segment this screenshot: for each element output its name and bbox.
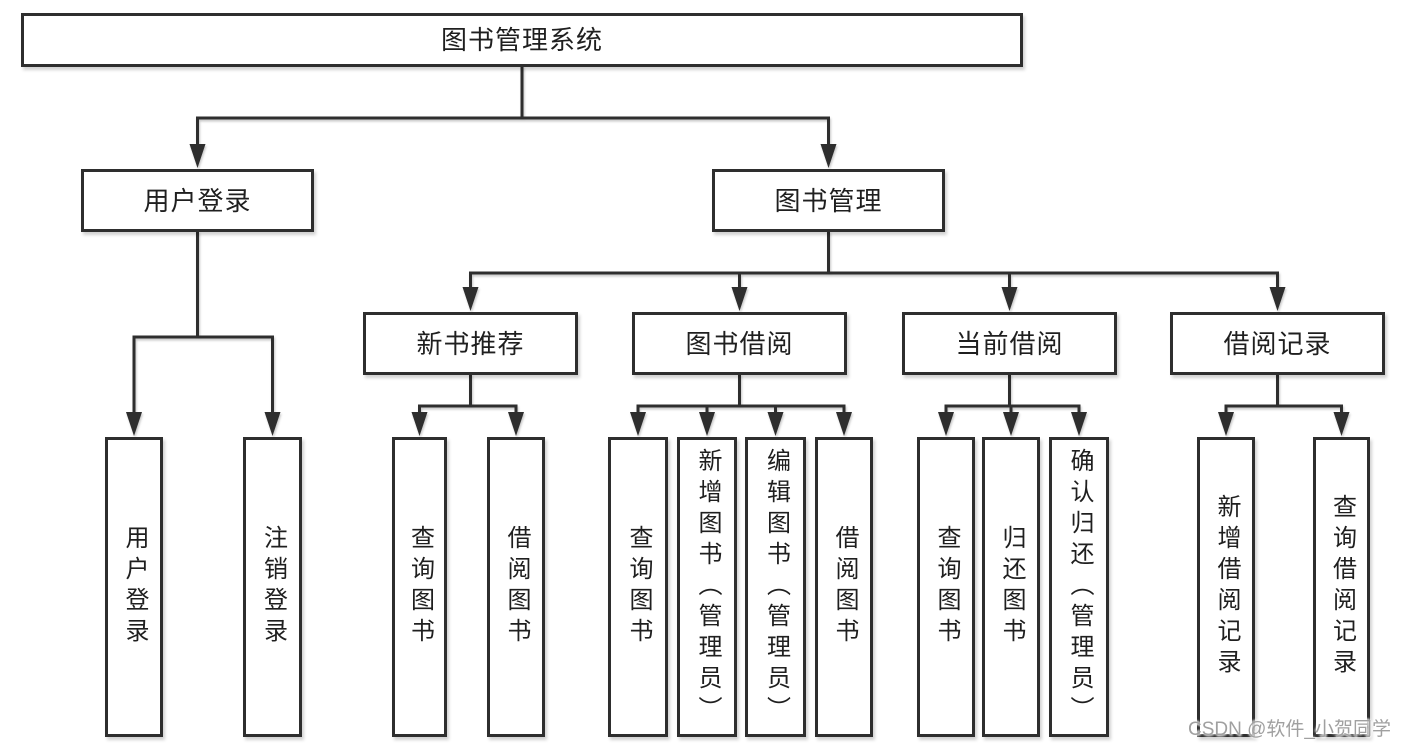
arrowhead-icon xyxy=(189,144,206,168)
connector-current-borrow-to-leaves xyxy=(938,374,1087,436)
leaf-query-books-borrow: 查询图书 xyxy=(608,437,668,737)
arrowhead-icon xyxy=(836,412,852,436)
connector-book-management-to-level3 xyxy=(462,231,1286,311)
arrowhead-icon xyxy=(1003,412,1019,436)
arrowhead-icon xyxy=(938,412,954,436)
node-borrow-records: 借阅记录 xyxy=(1170,312,1385,375)
arrowhead-icon xyxy=(508,412,524,436)
arrowhead-icon xyxy=(731,287,748,311)
arrowhead-icon xyxy=(1218,412,1234,436)
node-user-login: 用户登录 xyxy=(81,169,314,232)
connector-new-book-recommend-to-leaves xyxy=(411,374,524,436)
csdn-watermark: CSDN @软件_小贺同学 xyxy=(1188,719,1391,740)
connector-borrow-records-to-leaves xyxy=(1218,374,1350,436)
arrowhead-icon xyxy=(1333,412,1350,436)
leaf-return-book: 归还图书 xyxy=(982,437,1040,737)
node-book-borrow: 图书借阅 xyxy=(632,312,847,375)
leaf-borrow-books: 借阅图书 xyxy=(815,437,873,737)
leaf-add-book-admin: 新增图书（管理员） xyxy=(677,437,737,737)
arrowhead-icon xyxy=(767,412,784,436)
arrowhead-icon xyxy=(411,412,428,436)
arrowhead-icon xyxy=(1001,287,1018,311)
arrowhead-icon xyxy=(820,144,837,168)
arrowhead-icon xyxy=(126,412,142,436)
connector-book-borrow-to-leaves xyxy=(630,374,852,436)
node-current-borrow: 当前借阅 xyxy=(902,312,1117,375)
node-new-book-recommend: 新书推荐 xyxy=(363,312,578,375)
connector-root-to-level2 xyxy=(189,65,837,168)
arrowhead-icon xyxy=(264,412,281,436)
leaf-confirm-return-admin: 确认归还（管理员） xyxy=(1049,437,1109,737)
leaf-query-borrow-record: 查询借阅记录 xyxy=(1313,437,1370,737)
node-book-management: 图书管理 xyxy=(712,169,945,232)
leaf-query-books-recommend: 查询图书 xyxy=(392,437,447,737)
arrowhead-icon xyxy=(699,412,715,436)
arrowhead-icon xyxy=(1071,412,1087,436)
leaf-edit-book-admin: 编辑图书（管理员） xyxy=(745,437,806,737)
leaf-user-login: 用户登录 xyxy=(105,437,163,737)
leaf-add-borrow-record: 新增借阅记录 xyxy=(1197,437,1255,737)
arrowhead-icon xyxy=(462,287,479,311)
leaf-borrow-books-recommend: 借阅图书 xyxy=(487,437,545,737)
arrowhead-icon xyxy=(630,412,646,436)
arrowhead-icon xyxy=(1269,287,1286,311)
node-library-system: 图书管理系统 xyxy=(21,13,1023,67)
leaf-query-books-current: 查询图书 xyxy=(917,437,975,737)
connector-user-login-to-leaves xyxy=(126,231,281,436)
leaf-logout: 注销登录 xyxy=(243,437,302,737)
